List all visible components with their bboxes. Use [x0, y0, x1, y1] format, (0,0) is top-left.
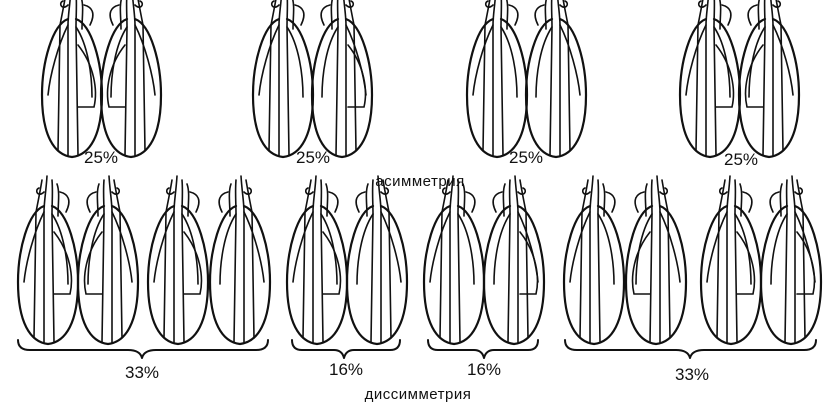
top-pair-3: [467, 0, 586, 157]
top-percent-2: 25%: [296, 148, 330, 167]
bottom-group-2: [287, 176, 407, 344]
top-percent-3: 25%: [509, 148, 543, 167]
bottom-percent-2: 16%: [329, 360, 363, 379]
top-pair-4: [680, 0, 799, 157]
caption-dissymmetry: диссимметрия: [365, 386, 472, 403]
bottom-percent-1: 33%: [125, 363, 159, 382]
top-pair-1: [42, 0, 161, 157]
bottom-percent-4: 33%: [675, 365, 709, 384]
top-percent-4: 25%: [724, 150, 758, 169]
top-pair-2: [253, 0, 372, 157]
bottom-group-3: [424, 176, 544, 344]
bottom-percent-3: 16%: [467, 360, 501, 379]
brace-4: [565, 340, 816, 358]
bottom-group-4: [564, 176, 821, 344]
top-percent-1: 25%: [84, 148, 118, 167]
bottom-group-1: [18, 176, 270, 344]
